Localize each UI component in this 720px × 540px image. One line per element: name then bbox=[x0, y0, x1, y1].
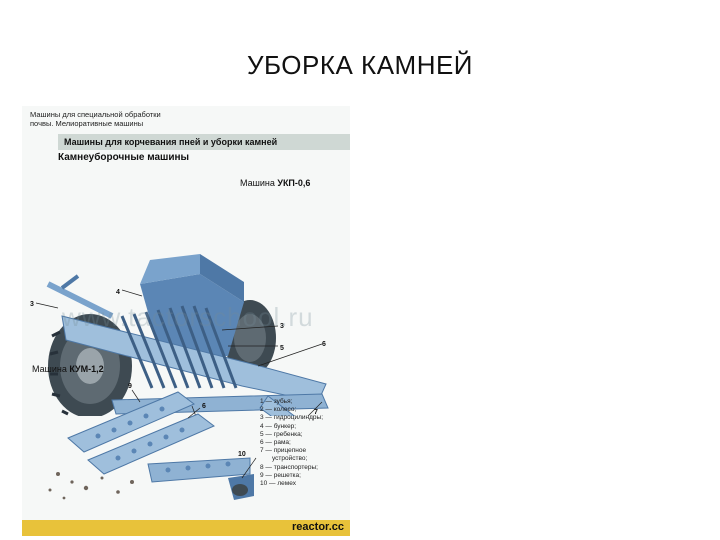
legend-item: 6 — рама; bbox=[260, 439, 291, 447]
callout-7: 7 bbox=[314, 409, 318, 416]
callout-3: 3 bbox=[30, 301, 34, 308]
callout-6: 6 bbox=[322, 341, 326, 348]
callout-5: 5 bbox=[280, 345, 284, 352]
legend-item: 4 — бункер; bbox=[260, 422, 297, 430]
poster-image: Машины для специальной обработки почвы. … bbox=[22, 106, 350, 536]
machine-1-label: Машина УКП-0,6 bbox=[240, 178, 310, 188]
machine-1-prefix: Машина bbox=[240, 178, 275, 188]
machine-ukp-illustration: 4 3 3 5 6 2 1 7 bbox=[30, 254, 329, 416]
callout-3b: 3 bbox=[280, 323, 284, 330]
legend-item: 1 — зубья; bbox=[260, 398, 293, 405]
section-title: Камнеуборочные машины bbox=[58, 152, 190, 163]
machine-1-name: УКП-0,6 bbox=[277, 178, 311, 188]
callout-4: 4 bbox=[116, 289, 120, 296]
header-line-2: почвы. Мелиоративные машины bbox=[30, 119, 144, 128]
poster-banner: Машины для корчевания пней и уборки камн… bbox=[58, 134, 350, 150]
legend-item: 10 — лемех bbox=[260, 480, 296, 488]
legend-item: 9 — решетка; bbox=[260, 471, 301, 479]
poster-header: Машины для специальной обработки почвы. … bbox=[30, 110, 180, 128]
footer-bar: reactor.cc bbox=[22, 520, 350, 536]
legend-item: устройство; bbox=[272, 455, 308, 463]
legend-item: 2 — колесо; bbox=[260, 406, 297, 414]
callout-10: 10 bbox=[238, 451, 246, 458]
legend-item: 5 — гребенка; bbox=[260, 430, 303, 438]
callout-9: 9 bbox=[128, 383, 132, 390]
machine-2-prefix: Машина bbox=[32, 364, 67, 374]
legend-item: 3 — гидроцилиндры; bbox=[260, 414, 324, 422]
machine-2-label: Машина КУМ-1,2 bbox=[32, 364, 104, 374]
legend-item: 8 — транспортеры; bbox=[260, 463, 318, 471]
legend-item: 7 — прицепное bbox=[260, 447, 307, 455]
header-line-1: Машины для специальной обработки bbox=[30, 110, 161, 119]
callout-6b: 6 bbox=[202, 403, 206, 410]
machine-kum-illustration: 9 6 10 bbox=[48, 383, 257, 500]
legend: 1 — зубья; 2 — колесо; 3 — гидроцилиндры… bbox=[260, 398, 350, 488]
slide-title: УБОРКА КАМНЕЙ bbox=[246, 50, 473, 80]
footer-logo[interactable]: reactor.cc bbox=[292, 521, 344, 533]
watermark: www.tactorschool.ru bbox=[62, 302, 314, 332]
machine-2-name: КУМ-1,2 bbox=[69, 364, 104, 374]
